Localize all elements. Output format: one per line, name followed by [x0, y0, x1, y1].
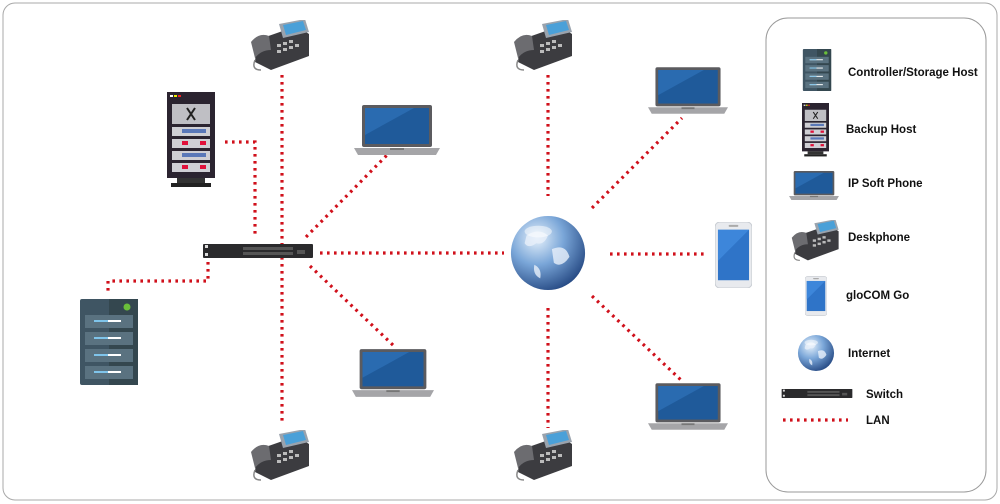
legend-label-backup-host: Backup Host — [846, 124, 916, 136]
mobile-icon — [715, 222, 752, 288]
deskphone-icon — [250, 430, 310, 481]
legend-label-switch: Switch — [866, 389, 903, 401]
legend-label-deskphone: Deskphone — [848, 232, 910, 244]
lan-internet-laptop-bottom — [590, 294, 684, 383]
legend-label-glocom-go: gloCOM Go — [846, 290, 909, 302]
laptop-icon — [352, 349, 434, 397]
deskphone-icon — [513, 20, 573, 71]
legend-label-ip-soft-phone: IP Soft Phone — [848, 178, 923, 190]
laptop-icon — [648, 383, 728, 430]
backup-host-icon — [802, 102, 829, 158]
legend-label-internet: Internet — [848, 348, 890, 360]
lan-internet-laptop-top — [590, 116, 684, 210]
storage-host-icon — [80, 299, 138, 385]
storage-host-icon — [802, 49, 832, 91]
laptop-icon — [648, 67, 728, 114]
lan-switch-laptop-bottom — [308, 264, 396, 348]
globe-icon — [510, 215, 586, 291]
legend-label-storage-host: Controller/Storage Host — [848, 67, 978, 79]
legend-label-lan: LAN — [866, 415, 890, 427]
laptop-icon — [354, 105, 440, 155]
lan-switch-storage — [106, 262, 210, 292]
deskphone-icon — [513, 430, 573, 481]
lan-switch-laptop-top — [304, 150, 392, 239]
mobile-icon — [805, 276, 827, 316]
switch-icon — [781, 389, 853, 398]
deskphone-icon — [250, 20, 310, 71]
switch-icon — [203, 244, 313, 258]
lan-switch-backup — [225, 140, 257, 238]
backup-host-icon — [167, 92, 215, 188]
legend: Controller/Storage Host Backup Host IP S… — [765, 17, 987, 493]
globe-icon — [797, 334, 835, 372]
